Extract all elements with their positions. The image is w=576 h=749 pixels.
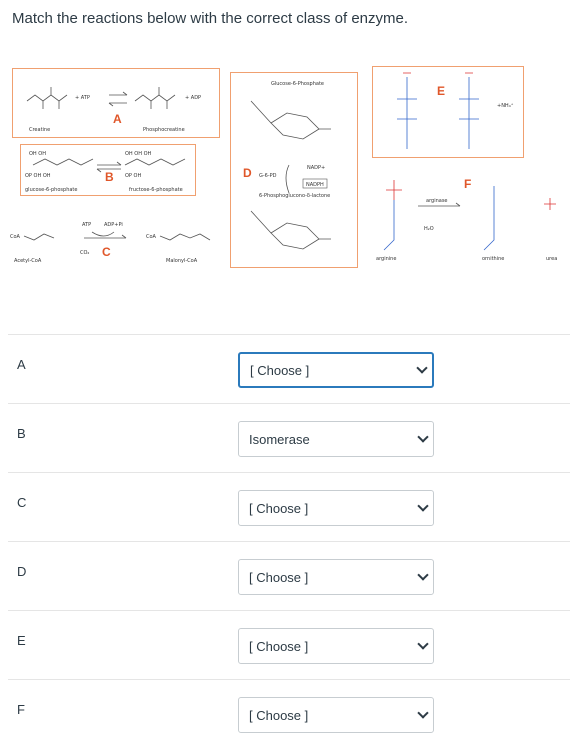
g6pd-label: G-6-PD: [259, 173, 277, 179]
answer-row-a: A [ Choose ]: [8, 334, 570, 403]
row-label-a: A: [17, 357, 26, 372]
malonyl-label: Malonyl-CoA: [166, 258, 198, 264]
co2-label: CO₂: [80, 250, 89, 256]
reaction-letter-b: B: [105, 170, 114, 184]
reaction-panel-c: CoA ATP ADP+Pi CO₂ C CoA Acetyl-CoA Malo…: [8, 204, 228, 268]
ornithine-label: ornithine: [482, 256, 504, 262]
adppi-label: ADP+Pi: [104, 222, 123, 228]
arginase-label: arginase: [426, 198, 448, 204]
svg-text:OH OH: OH OH: [29, 151, 46, 157]
chevron-down-icon: [417, 500, 429, 512]
enzyme-select-b[interactable]: Isomerase: [238, 421, 434, 457]
reaction-panel-f: arginase H₂O F arginine ornithine urea: [364, 160, 568, 270]
adp-label: + ADP: [185, 95, 201, 101]
row-label-e: E: [17, 633, 26, 648]
reaction-letter-d: D: [243, 166, 252, 180]
select-value-a: [ Choose ]: [250, 362, 310, 378]
chevron-down-icon: [416, 362, 428, 374]
reaction-panel-e: E +NH₄⁺: [372, 66, 524, 158]
answer-row-d: D [ Choose ]: [8, 541, 570, 610]
chevron-down-icon: [417, 707, 429, 719]
nadp-label: NADP+: [307, 165, 325, 171]
select-value-f: [ Choose ]: [249, 707, 309, 723]
acetyl-label: Acetyl-CoA: [14, 258, 42, 264]
reaction-figure: + ATP + ADP Creatine Phosphocreatine A O…: [8, 64, 568, 274]
nadph-label: NADPH: [306, 182, 324, 188]
select-value-e: [ Choose ]: [249, 638, 309, 654]
reaction-letter-f: F: [464, 177, 471, 191]
svg-text:OH OH OH: OH OH OH: [125, 151, 152, 157]
select-value-d: [ Choose ]: [249, 569, 309, 585]
enzyme-select-f[interactable]: [ Choose ]: [238, 697, 434, 733]
chevron-down-icon: [417, 638, 429, 650]
enzyme-select-d[interactable]: [ Choose ]: [238, 559, 434, 595]
row-label-c: C: [17, 495, 27, 510]
reaction-panel-a: + ATP + ADP Creatine Phosphocreatine A: [12, 68, 220, 138]
phosphocreatine-label: Phosphocreatine: [143, 127, 185, 133]
f6p-label: fructose-6-phosphate: [129, 187, 183, 193]
enzyme-select-c[interactable]: [ Choose ]: [238, 490, 434, 526]
reaction-panel-d: Glucose-6-Phosphate D G-6-PD NADP+ NADPH…: [230, 72, 358, 268]
select-value-c: [ Choose ]: [249, 500, 309, 516]
reaction-panel-b: OH OH OH OH OH OP OH OH OP OH B glucose-…: [20, 144, 196, 196]
h2o-label: H₂O: [424, 226, 434, 232]
enzyme-select-e[interactable]: [ Choose ]: [238, 628, 434, 664]
svg-text:OP OH OH: OP OH OH: [25, 173, 51, 179]
atp-label: + ATP: [75, 95, 90, 101]
row-label-b: B: [17, 426, 26, 441]
answer-row-b: B Isomerase: [8, 403, 570, 472]
arginine-label: arginine: [376, 256, 396, 262]
coa-label: CoA: [10, 234, 21, 240]
coa2-label: CoA: [146, 234, 157, 240]
chevron-down-icon: [417, 431, 429, 443]
glucose6p-label: Glucose-6-Phosphate: [271, 81, 324, 87]
question-text: Match the reactions below with the corre…: [12, 10, 409, 27]
reaction-letter-a: A: [113, 112, 122, 126]
answer-row-e: E [ Choose ]: [8, 610, 570, 679]
svg-text:OP OH: OP OH: [125, 173, 141, 179]
answer-row-c: C [ Choose ]: [8, 472, 570, 541]
enzyme-select-a[interactable]: [ Choose ]: [238, 352, 434, 388]
reaction-letter-c: C: [102, 245, 111, 259]
chevron-down-icon: [417, 569, 429, 581]
answer-row-f: F [ Choose ]: [8, 679, 570, 748]
g6p-label: glucose-6-phosphate: [25, 187, 77, 193]
row-label-d: D: [17, 564, 27, 579]
urea-label: urea: [546, 256, 557, 262]
atp-c-label: ATP: [82, 222, 91, 228]
row-label-f: F: [17, 702, 25, 717]
nh4-label: +NH₄⁺: [497, 103, 514, 109]
creatine-label: Creatine: [29, 127, 50, 133]
lactone-label: 6-Phosphoglucono-δ-lactone: [259, 193, 330, 199]
select-value-b: Isomerase: [249, 431, 310, 447]
reaction-letter-e: E: [437, 84, 445, 98]
